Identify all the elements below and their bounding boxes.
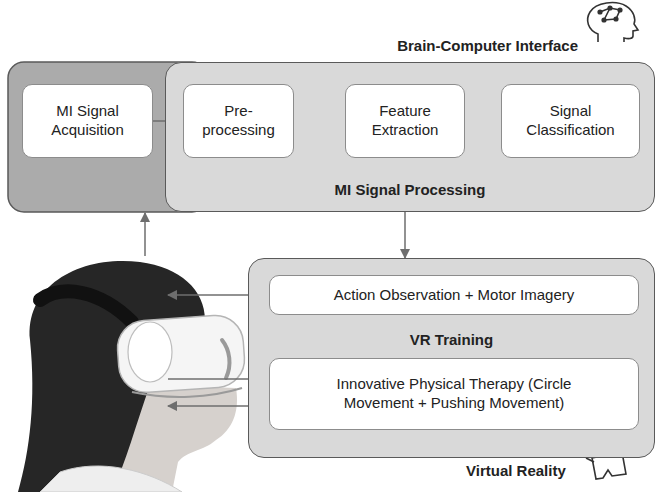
box-label: Pre-processing: [190, 102, 287, 140]
box-label: MI Signal Acquisition: [29, 102, 146, 140]
training-panel: VR Training Action Observation + Motor Im…: [248, 258, 655, 458]
box-label: Action Observation + Motor Imagery: [334, 286, 575, 305]
panel-title: VR Training: [249, 331, 654, 348]
section-title: Virtual Reality: [466, 462, 566, 479]
section-title: Brain-Computer Interface: [397, 37, 578, 54]
signal-arrow: [144, 213, 146, 256]
panel-title: MI Signal Processing: [166, 181, 654, 198]
process-box: MI Signal Acquisition: [22, 84, 153, 158]
box-label: Signal Classification: [508, 102, 633, 140]
process-box: Pre-processing: [183, 84, 294, 158]
training-box: Action Observation + Motor Imagery: [269, 275, 639, 315]
box-label: Feature Extraction: [352, 102, 458, 140]
process-box: Signal Classification: [501, 84, 640, 158]
training-box: Innovative Physical Therapy (Circle Move…: [269, 358, 639, 430]
bci-head-icon: [588, 3, 638, 42]
processing-panel: MI Signal Processing Pre-processing Featur…: [165, 62, 655, 212]
flow-arrow: [404, 212, 406, 258]
box-label: Innovative Physical Therapy (Circle Move…: [289, 375, 619, 413]
process-box: Feature Extraction: [345, 84, 465, 158]
